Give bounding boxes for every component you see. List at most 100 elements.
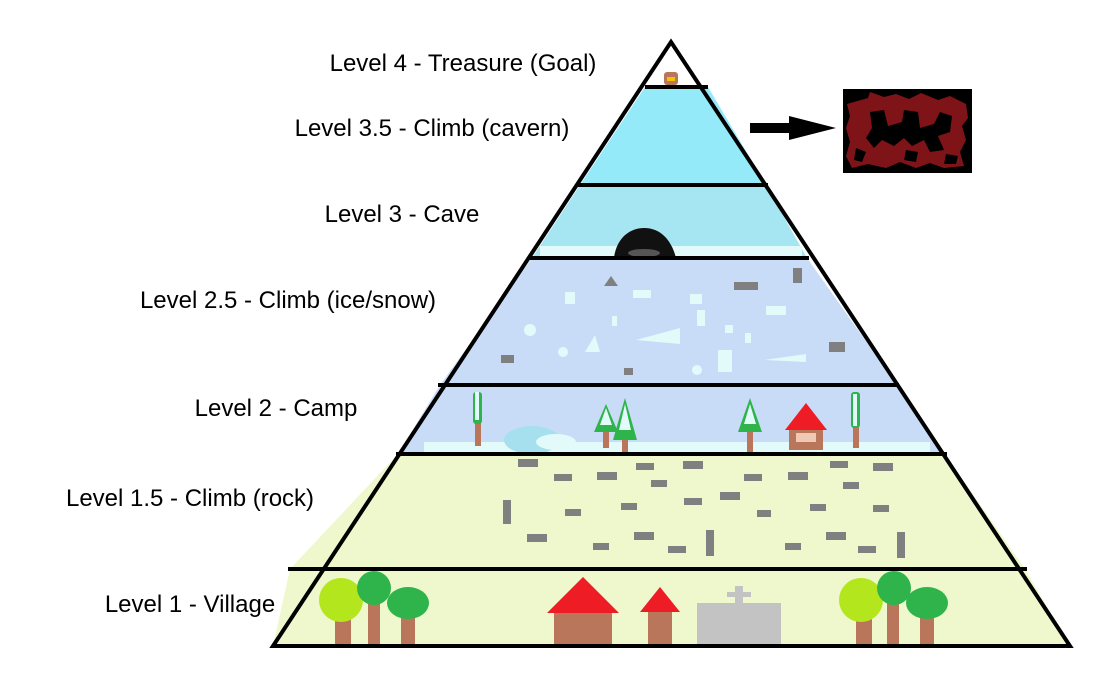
ice-hold [690,294,702,304]
ice-hold [558,347,568,357]
cabin-roof [785,403,827,430]
rock-hold [593,543,609,550]
rock-hold [734,282,758,290]
cavern-callout [750,89,972,173]
tree-trunk [368,592,380,646]
snow-cap [475,392,479,420]
rock-hold [706,530,714,556]
level-2-5-label: Level 2.5 - Climb (ice/snow) [140,287,436,314]
arrow-head-icon [789,116,836,140]
rock-hold [720,492,740,500]
band-rock [290,454,1025,569]
level-3-5-label: Level 3.5 - Climb (cavern) [295,115,570,142]
rock-hold [501,355,514,363]
rock-hold [684,498,702,505]
band-cavern [580,87,766,185]
tree-trunk [475,420,481,446]
ice-hold [692,365,702,375]
rock-hold [503,500,511,524]
ruin-cross [727,592,751,597]
rock-hold [873,505,889,512]
level-2-label: Level 2 - Camp [195,395,358,422]
ice-hold [697,310,705,326]
tree-trunk [853,424,859,448]
ice-hold [633,290,651,298]
level-labels: Level 4 - Treasure (Goal) Level 3.5 - Cl… [66,50,596,618]
house-body [648,612,672,646]
ice-holds [501,268,845,375]
village-scene [319,571,948,646]
band-dividers [288,85,1027,571]
ice-hold [764,354,806,362]
ice-hold [585,335,600,352]
pyramid-outline [269,38,1074,648]
level-3-label: Level 3 - Cave [325,201,480,228]
rock-hold [668,546,686,553]
tree-trunk [603,428,609,448]
cabin-window [796,433,816,442]
rock-hold [873,463,893,471]
tree-trunk [747,428,753,452]
rock-hold [830,461,848,468]
band-ice [440,258,897,385]
treasure-chest [664,72,678,85]
ruin-block [697,603,781,646]
snow-cap [600,408,612,425]
cave-shadow [628,249,660,257]
chest-gold [667,77,675,81]
rock-hold [621,503,637,510]
cave-scene [540,228,802,258]
ice-hold [565,292,575,304]
band-cave [532,185,807,258]
tree-canopy [906,587,948,619]
tree-canopy [387,587,429,619]
arrow-shaft [750,123,792,133]
rock-hold [565,509,581,516]
ice-hold [612,316,617,326]
rock-hold [843,482,859,489]
snow-mound [536,434,576,450]
ice-hold [725,325,733,333]
house-roof [547,577,619,613]
tree-trunk [887,592,899,646]
rock-hold [897,532,905,558]
ice-hold [718,350,732,372]
rock-hold [651,480,667,487]
rock-hold [624,368,633,375]
rock-hold [744,474,762,481]
rock-hold [554,474,572,481]
tree-trunk [401,612,415,646]
rock-hold [636,463,654,470]
snow-cap [853,394,857,426]
rock-hold [788,472,808,480]
rock-hold [634,532,654,540]
rock-hold [597,472,617,480]
cavern-passage [854,148,958,164]
house-roof [640,587,680,612]
ice-hold [745,333,751,343]
tree-canopy [357,571,391,605]
rock-hold [810,504,826,511]
ice-hold [636,328,680,344]
tree-canopy-light [319,578,363,622]
rock-hold [527,534,547,542]
rock-hold [518,459,538,467]
snow-cap [619,404,631,430]
snow-cap [744,404,756,424]
cave-entrance [614,228,676,258]
ice-hold [524,324,536,336]
level-1-5-label: Level 1.5 - Climb (rock) [66,485,314,512]
camp-scene [424,392,930,454]
tree-canopy-light [839,578,883,622]
house-body [554,613,612,646]
level-4-label: Level 4 - Treasure (Goal) [330,50,597,77]
rock-hold [604,276,618,286]
rock-hold [793,268,802,283]
cavern-preview-image [843,89,972,173]
tree-canopy [877,571,911,605]
ice-hold [766,306,786,315]
rock-hold [858,546,876,553]
rock-hold [826,532,846,540]
level-1-label: Level 1 - Village [105,591,275,618]
